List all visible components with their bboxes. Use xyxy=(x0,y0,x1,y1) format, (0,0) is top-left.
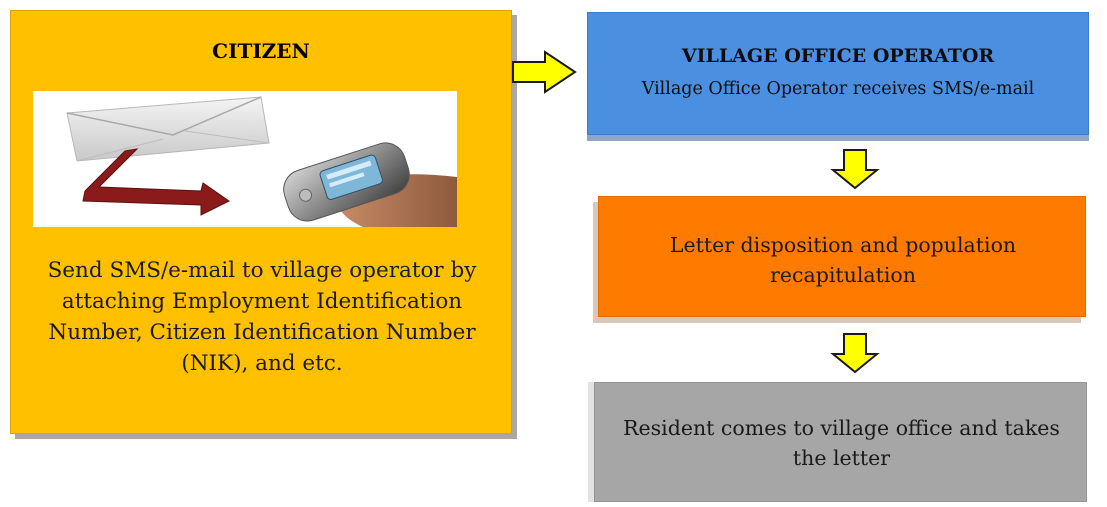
citizen-box: CITIZEN xyxy=(10,10,512,434)
village-office-operator-box: VILLAGE OFFICE OPERATOR Village Office O… xyxy=(587,12,1089,135)
right-arrow-icon xyxy=(512,50,577,94)
down-arrow-icon xyxy=(830,149,880,190)
operator-title: VILLAGE OFFICE OPERATOR xyxy=(681,45,995,67)
sms-email-illustration-svg xyxy=(66,96,457,227)
letter-disposition-box: Letter disposition and population recapi… xyxy=(598,196,1086,317)
disposition-text: Letter disposition and population recapi… xyxy=(669,233,1017,287)
citizen-description: Send SMS/e-mail to village operator by a… xyxy=(47,258,477,376)
envelope-icon xyxy=(66,96,270,162)
operator-text: Village Office Operator receives SMS/e-m… xyxy=(641,79,1035,99)
citizen-title: CITIZEN xyxy=(212,39,310,63)
sms-email-illustration xyxy=(33,91,457,227)
mobile-phone-icon xyxy=(283,142,457,227)
red-arrow-icon xyxy=(82,148,230,216)
down-arrow-icon xyxy=(830,333,880,374)
resident-box: Resident comes to village office and tak… xyxy=(594,382,1087,502)
resident-text: Resident comes to village office and tak… xyxy=(623,416,1060,470)
